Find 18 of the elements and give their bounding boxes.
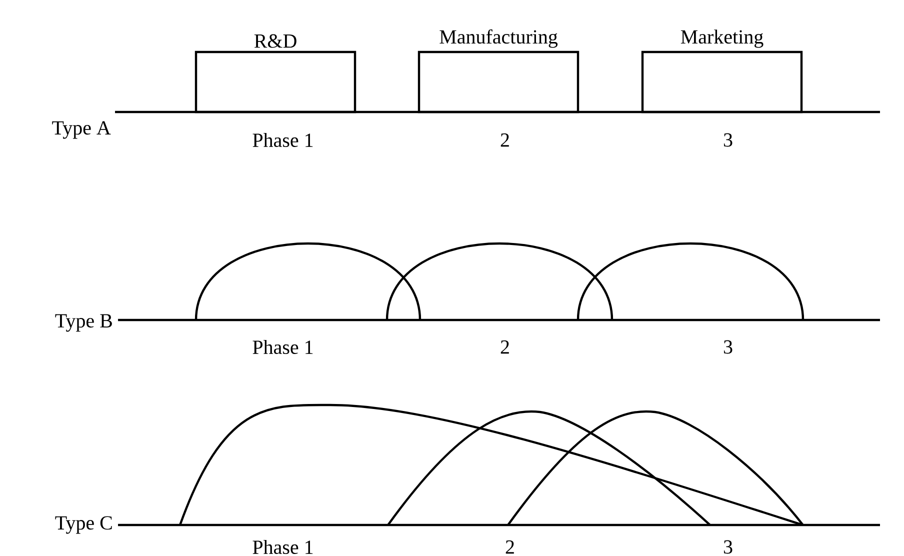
phase-label: 2	[500, 340, 509, 354]
node-label: R&D	[254, 34, 296, 48]
phase-label: 2	[506, 540, 514, 554]
row-label: Type C	[55, 516, 112, 534]
row-label: Type A	[52, 121, 111, 139]
node-label: Marketing	[680, 30, 764, 48]
phase-box: Marketing	[641, 30, 803, 114]
phase-label: 3	[724, 340, 732, 354]
phase-label: Phase 1	[252, 340, 313, 354]
row-label: Type B	[55, 314, 112, 332]
phase-label: 3	[724, 133, 732, 147]
node-label: Manufacturing	[440, 29, 558, 48]
phase-box: Manufacturing	[418, 29, 580, 114]
phase-label: 3	[724, 540, 732, 554]
phase-label: Phase 1	[252, 540, 313, 554]
phase-box: R&D	[194, 34, 356, 114]
phase-label: 2	[500, 133, 509, 147]
phase-label: Phase 1	[252, 132, 313, 148]
